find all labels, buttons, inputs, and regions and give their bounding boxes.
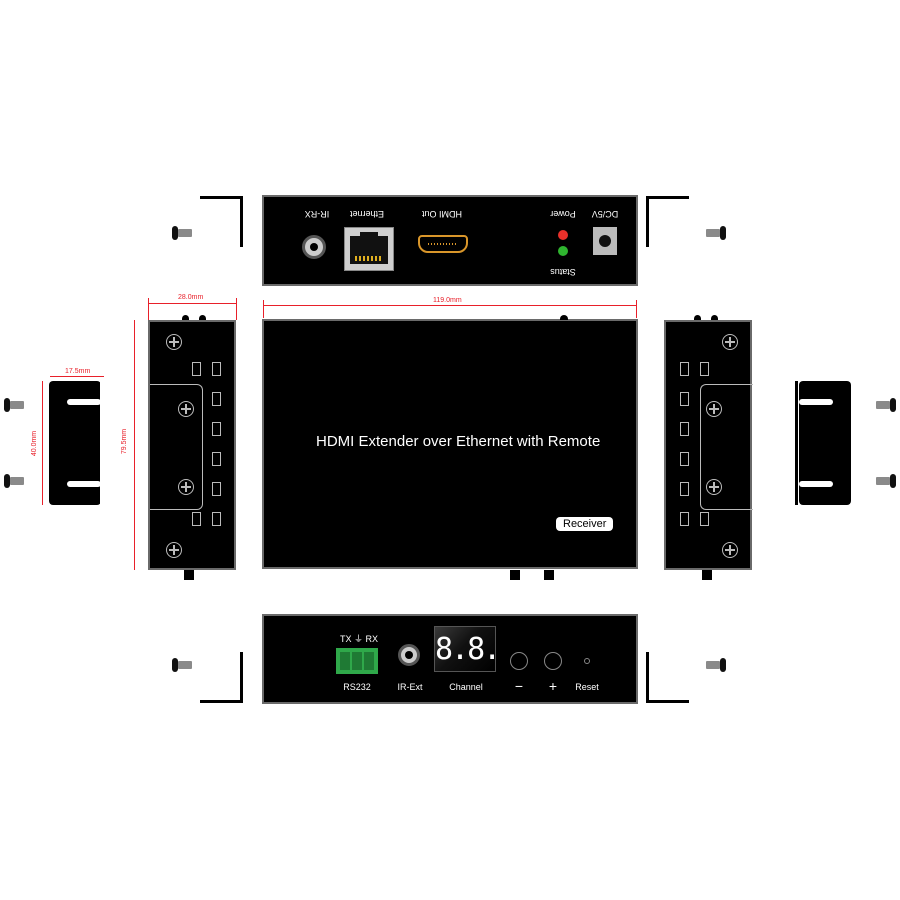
mounting-bracket-left xyxy=(49,381,103,505)
ethernet-label: Ethernet xyxy=(349,209,385,219)
screw-hole-icon xyxy=(166,334,182,350)
bracket-plate-outline xyxy=(150,384,203,510)
hdmi-out-port xyxy=(418,235,468,253)
channel-down-button[interactable] xyxy=(510,652,528,670)
screw-hole-icon xyxy=(722,542,738,558)
power-label: Power xyxy=(550,209,576,219)
top-bump xyxy=(560,315,568,320)
screw-icon xyxy=(876,474,898,488)
bracket-height-label: 40.0mm xyxy=(31,430,39,457)
bracket-screw-icon xyxy=(706,401,722,417)
rs232-pinout-label: TX ⏚ RX xyxy=(339,634,378,644)
bracket-bottom-right xyxy=(646,652,689,703)
channel-label: Channel xyxy=(449,682,483,692)
channel-display: 8.8. xyxy=(434,626,501,672)
right-side-panel xyxy=(664,320,753,570)
screw-icon xyxy=(172,226,194,240)
height-dimension-label: 79.5mm xyxy=(121,428,129,455)
bracket-screw-icon xyxy=(178,401,194,417)
ir-rx-label: IR-RX xyxy=(304,209,330,219)
top-bump xyxy=(182,315,189,320)
ir-rx-jack xyxy=(302,235,326,259)
dc-label: DC/5V xyxy=(591,209,619,219)
mounting-bracket-right xyxy=(795,381,851,505)
ir-ext-jack xyxy=(398,644,420,666)
dim-tick xyxy=(636,300,637,318)
screw-icon xyxy=(706,226,728,240)
ir-ext-label: IR-Ext xyxy=(397,682,423,692)
foot xyxy=(510,570,520,580)
bracket-bottom-left xyxy=(200,652,243,703)
rear-panel: IR-RX Ethernet HDMI Out Power Status DC/… xyxy=(262,195,638,286)
receiver-badge: Receiver xyxy=(556,517,614,531)
main-top-panel: HDMI Extender over Ethernet with Remote … xyxy=(262,319,638,569)
foot xyxy=(184,570,194,580)
bracket-height-dimension-line xyxy=(42,381,43,505)
bracket-width-label: 17.5mm xyxy=(65,368,91,375)
left-side-panel xyxy=(148,320,236,570)
minus-label: − xyxy=(514,678,524,694)
dim-tick xyxy=(263,300,264,318)
screw-icon xyxy=(4,474,26,488)
status-led xyxy=(558,246,568,256)
screw-icon xyxy=(876,398,898,412)
plus-label: + xyxy=(548,678,558,694)
screw-icon xyxy=(706,658,728,672)
foot xyxy=(702,570,712,580)
front-panel: TX ⏚ RX RS232 IR-Ext 8.8. Channel − + Re… xyxy=(262,614,638,704)
bracket-screw-icon xyxy=(706,479,722,495)
screw-icon xyxy=(4,398,26,412)
channel-up-button[interactable] xyxy=(544,652,562,670)
top-bump xyxy=(199,315,206,320)
screw-hole-icon xyxy=(722,334,738,350)
reset-label: Reset xyxy=(575,682,599,692)
channel-value: 8.8. xyxy=(435,632,501,667)
height-dimension-line xyxy=(134,320,135,570)
top-bump xyxy=(711,315,718,320)
width-dimension-label: 119.0mm xyxy=(433,297,462,304)
power-led xyxy=(558,230,568,240)
dim-tick xyxy=(236,298,237,320)
ethernet-port xyxy=(344,227,394,271)
rs232-terminal xyxy=(336,648,378,674)
foot xyxy=(544,570,554,580)
status-label: Status xyxy=(550,267,576,277)
dc-power-jack xyxy=(593,227,617,255)
top-bump xyxy=(694,315,701,320)
bracket-width-dimension-line xyxy=(50,376,104,377)
product-title: HDMI Extender over Ethernet with Remote xyxy=(316,433,601,450)
screw-hole-icon xyxy=(166,542,182,558)
bracket-screw-icon xyxy=(178,479,194,495)
screw-icon xyxy=(172,658,194,672)
hdmi-out-label: HDMI Out xyxy=(422,209,463,219)
reset-button[interactable] xyxy=(584,658,590,664)
bracket-top-right xyxy=(646,196,689,247)
depth-dimension-line xyxy=(148,303,236,304)
width-dimension-line xyxy=(263,305,637,306)
bracket-top-left xyxy=(200,196,243,247)
rs232-label: RS232 xyxy=(343,682,371,692)
dim-tick xyxy=(148,298,149,320)
depth-dimension-label: 28.0mm xyxy=(178,294,204,301)
bracket-plate-outline xyxy=(700,384,753,510)
